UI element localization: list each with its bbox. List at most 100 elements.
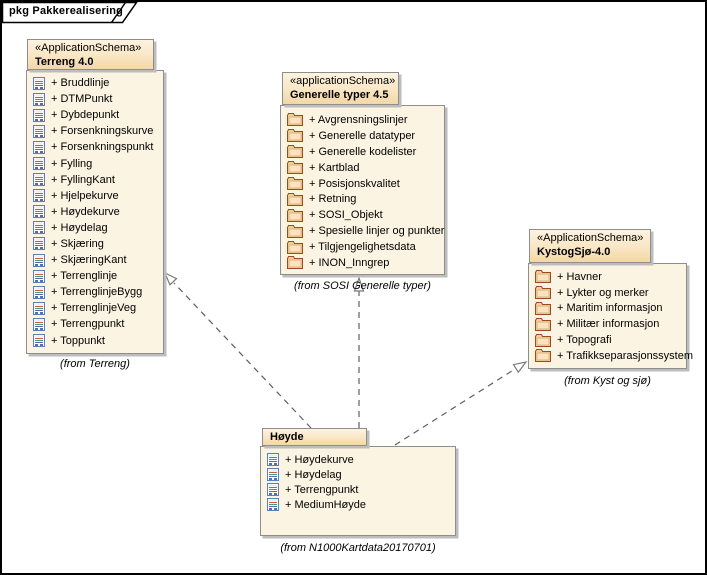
class-icon [33, 173, 45, 187]
package-icon [535, 317, 551, 331]
package-member[interactable]: + Terrenglinje [27, 268, 163, 284]
package-member[interactable]: + Høydelag [27, 220, 163, 236]
dependency-arrow-hoyde-to-terreng[interactable] [163, 271, 312, 429]
member-label: + Fylling [51, 157, 93, 170]
dependency-arrow-hoyde-to-kystogsjo[interactable] [394, 361, 528, 446]
package-member[interactable]: + Avgrensningslinjer [281, 112, 444, 128]
member-label: + Bruddlinje [51, 77, 110, 90]
package-header-generelle-typer[interactable]: «applicationSchema» Generelle typer 4.5 [282, 72, 399, 105]
member-label: + Havner [557, 270, 602, 283]
member-label: + Spesielle linjer og punkter [309, 225, 445, 238]
member-label: + Posisjonskvalitet [309, 177, 400, 190]
package-member[interactable]: + TerrenglinjeBygg [27, 284, 163, 300]
member-label: + Tilgjengelighetsdata [309, 241, 416, 254]
package-member[interactable]: + FyllingKant [27, 172, 163, 188]
member-label: + TerrenglinjeVeg [51, 302, 137, 315]
package-icon [287, 256, 303, 270]
package-from-label: (from Terreng) [60, 358, 130, 370]
package-icon [287, 177, 303, 190]
package-member[interactable]: + Posisjonskvalitet [281, 176, 444, 192]
package-member[interactable]: + Terrengpunkt [27, 316, 163, 332]
class-icon [267, 483, 279, 496]
member-label: + Retning [309, 193, 357, 206]
package-member[interactable]: + Høydekurve [27, 204, 163, 220]
package-header-hoyde[interactable]: Høyde [262, 428, 367, 446]
package-member[interactable]: + Forsenkningspunkt [27, 139, 163, 155]
member-label: + Avgrensningslinjer [309, 113, 408, 126]
member-label: + Trafikkseparasjonssystem [557, 349, 694, 362]
package-member[interactable]: + Trafikkseparasjonssystem [529, 348, 693, 364]
package-icon [535, 301, 551, 315]
package-stereotype: «ApplicationSchema» [537, 232, 644, 244]
diagram-title: pkg Pakkerealisering [9, 5, 124, 17]
package-member[interactable]: + Skjæring [27, 236, 163, 252]
class-icon [33, 253, 45, 267]
package-member[interactable]: + Forsenkningskurve [27, 123, 163, 139]
package-member[interactable]: + Topografi [529, 332, 686, 348]
package-header-terreng[interactable]: «ApplicationSchema» Terreng 4.0 [27, 39, 154, 70]
member-label: + Høydekurve [51, 205, 120, 218]
member-label: + Forsenkningspunkt [51, 141, 154, 154]
package-member[interactable]: + Maritim informasjon [529, 301, 686, 317]
package-icon [535, 349, 551, 363]
package-member[interactable]: + Havner [529, 269, 686, 285]
package-member[interactable]: + Høydekurve [261, 452, 455, 467]
member-label: + Terrengpunkt [51, 318, 125, 331]
class-icon [33, 301, 45, 315]
package-icon [287, 161, 303, 175]
package-member[interactable]: + Fylling [27, 155, 163, 171]
class-icon [33, 237, 45, 251]
package-member[interactable]: + Hjelpekurve [27, 188, 163, 204]
package-member[interactable]: + SOSI_Objekt [281, 207, 444, 223]
package-header-kystogsjo[interactable]: «ApplicationSchema» KystogSjø-4.0 [529, 229, 651, 263]
package-member[interactable]: + Dybdepunkt [27, 107, 163, 123]
package-member[interactable]: + DTMPunkt [27, 91, 163, 107]
class-icon [33, 157, 45, 171]
class-icon [33, 334, 45, 348]
package-member[interactable]: + Generelle datatyper [281, 128, 444, 144]
member-label: + MediumHøyde [285, 498, 367, 511]
package-member[interactable]: + INON_Inngrep [281, 255, 444, 271]
class-icon [33, 189, 45, 203]
member-label: + Generelle kodelister [309, 145, 417, 158]
member-label: + Lykter og merker [557, 286, 649, 299]
member-label: + Topografi [557, 334, 612, 347]
package-member[interactable]: + Retning [281, 191, 444, 207]
member-label: + Kartblad [309, 161, 360, 174]
member-label: + Terrengpunkt [285, 483, 359, 496]
class-icon [33, 76, 45, 90]
package-from-label: (from Kyst og sjø) [564, 375, 651, 387]
package-icon [287, 113, 303, 127]
member-label: + FyllingKant [51, 173, 115, 186]
package-member[interactable]: + SkjæringKant [27, 252, 163, 268]
package-from-label: (from SOSI Generelle typer) [294, 280, 431, 292]
class-icon [33, 124, 45, 138]
package-icon [287, 192, 303, 206]
class-icon [267, 498, 279, 511]
package-member[interactable]: + Tilgjengelighetsdata [281, 239, 444, 255]
class-icon [33, 285, 45, 299]
dependency-arrow-hoyde-to-generelle[interactable] [353, 276, 365, 428]
package-member[interactable]: + Terrengpunkt [261, 482, 455, 497]
package-member[interactable]: + Spesielle linjer og punkter [281, 223, 444, 239]
package-member[interactable]: + Kartblad [281, 160, 444, 176]
class-icon [267, 468, 279, 481]
package-stereotype: «ApplicationSchema» [35, 42, 142, 54]
package-member[interactable]: + Bruddlinje [27, 75, 163, 91]
package-icon [287, 208, 303, 222]
diagram-title-tab [2, 2, 138, 24]
package-icon [535, 286, 551, 300]
package-member[interactable]: + Lykter og merker [529, 285, 686, 301]
package-member[interactable]: + Militær informasjon [529, 316, 686, 332]
package-member[interactable]: + Generelle kodelister [281, 144, 444, 160]
class-icon [267, 453, 279, 466]
package-body-hoyde: + Høydekurve+ Høydelag+ Terrengpunkt + Me… [260, 446, 456, 536]
package-member[interactable]: + MediumHøyde [261, 497, 455, 512]
package-member[interactable]: + Høydelag [261, 467, 455, 482]
class-icon [33, 92, 45, 106]
member-label: + INON_Inngrep [309, 256, 390, 269]
package-icon [287, 240, 303, 254]
package-member[interactable]: + TerrenglinjeVeg [27, 300, 163, 316]
package-member[interactable]: + Toppunkt [27, 333, 163, 349]
member-label: + Høydelag [51, 221, 108, 234]
